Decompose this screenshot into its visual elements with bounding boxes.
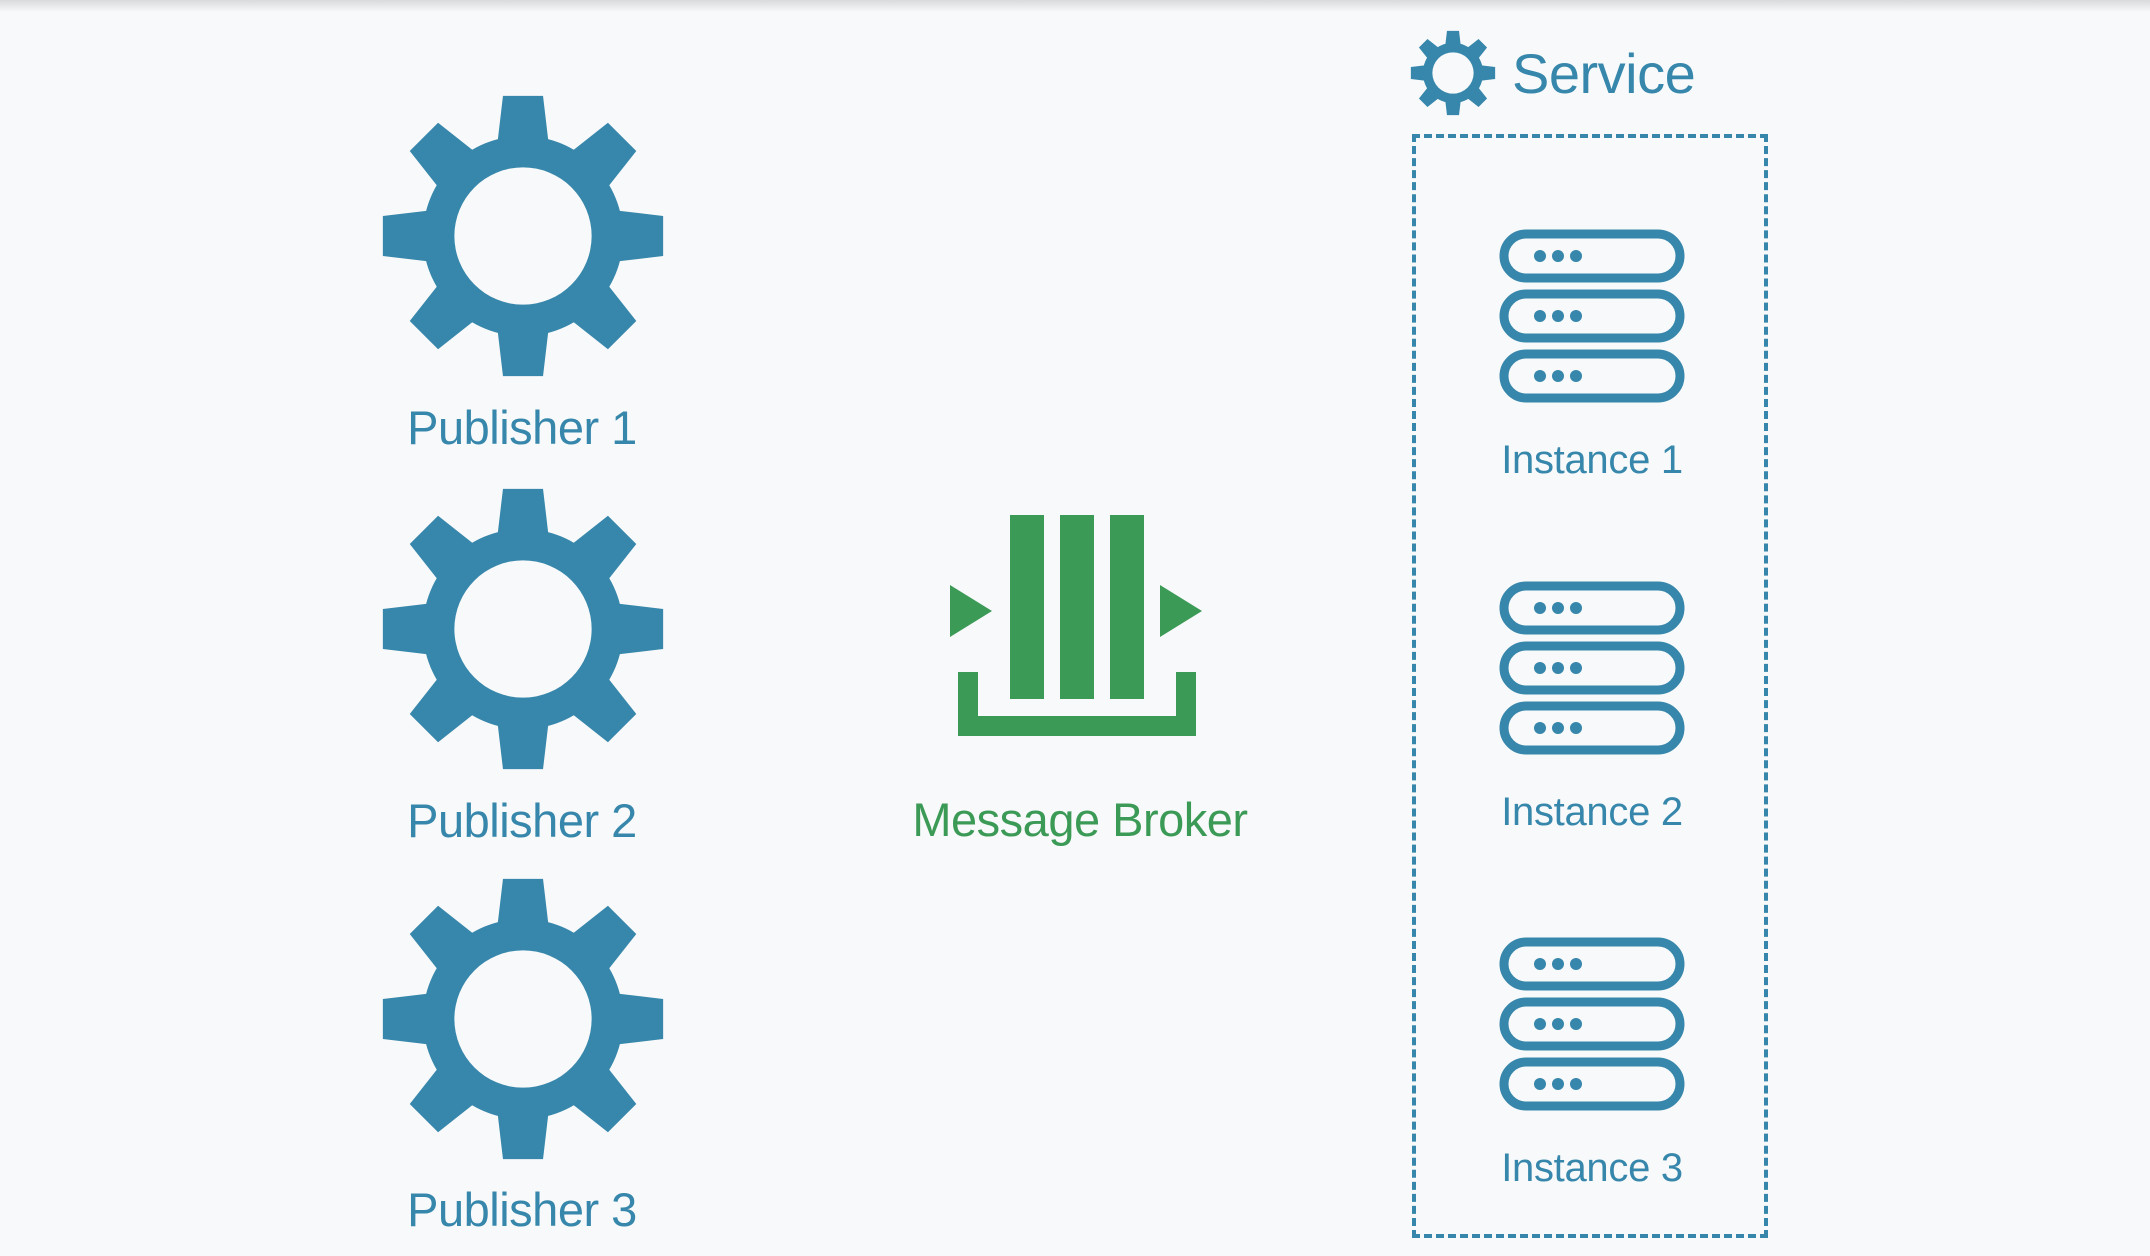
publisher-1-label: Publisher 1 [407,401,637,454]
instance-2-label: Instance 2 [1501,790,1683,834]
instance-3-label: Instance 3 [1501,1146,1683,1190]
publisher-1-gear-icon [380,93,666,379]
message-queue-icon [948,515,1204,741]
publisher-3-gear-icon [380,876,666,1162]
service-title: Service [1512,41,1696,105]
publisher-3-label: Publisher 3 [407,1183,637,1236]
instance-2-server-icon [1496,578,1688,758]
top-edge-shadow [0,0,2150,12]
instance-3-server-icon [1496,934,1688,1114]
publisher-2-label: Publisher 2 [407,794,637,847]
publisher-2-gear-icon [380,486,666,772]
service-boundary [1412,134,1768,1238]
service-gear-icon [1410,30,1496,116]
instance-1-label: Instance 1 [1501,438,1683,482]
broker-label: Message Broker [912,793,1248,846]
service-header: Service [1410,30,1696,116]
instance-1-server-icon [1496,226,1688,406]
